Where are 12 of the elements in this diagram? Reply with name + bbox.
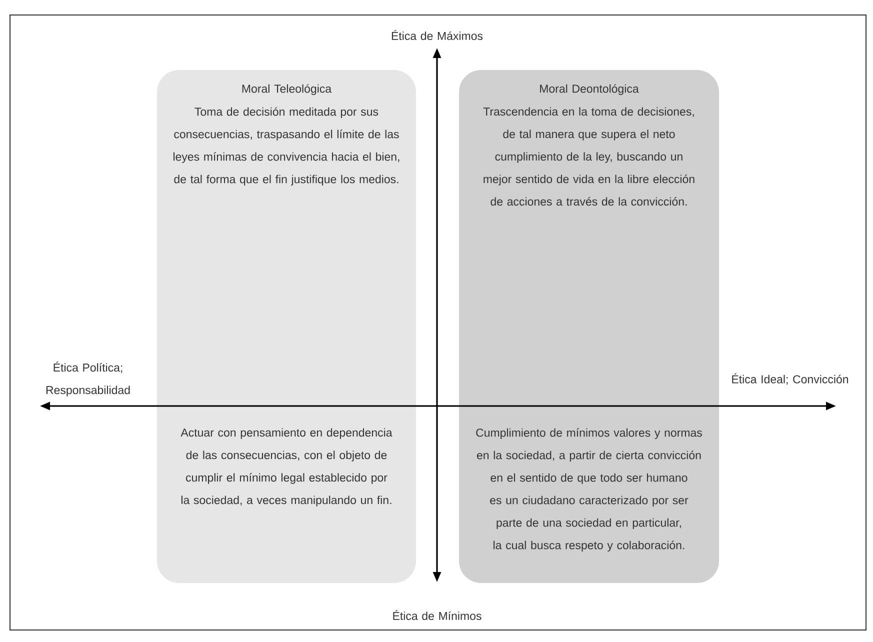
band-text: Cumplimiento de mínimos valores y normas en la sociedad, a partir de cierta convicción en el sentido de que todo ser humano es un ciudadano caracterizado por ser parte de una sociedad en particular, la cual busca respeto y colaboración.: [476, 428, 702, 552]
band-text: Trascendencia en la toma de decisiones, de tal manera que supera el neto cumplimiento de la ley, buscando un mejor sentido de vida en la libre elección de acciones a través de la convicción.: [483, 107, 694, 206]
quadrant-band: [157, 70, 416, 583]
quadrant-band: [459, 70, 719, 583]
band-heading: Moral Teleológica: [242, 84, 332, 96]
band-heading: Moral Deontológica: [540, 84, 639, 96]
band-text: Actuar con pensamiento en dependencia de las consecuencias, con el objeto de cumplir el mínimo legal establecido por la sociedad, a veces manipulando un fin.: [180, 428, 392, 506]
band-text: Toma de decisión meditada por sus consecuencias, traspasando el límite de las leyes mínimas de convivencia hacia el bien, de tal forma que el fin justifique los medios.: [174, 107, 400, 186]
axis-label: Ética de Mínimos: [393, 610, 482, 620]
axis-label: Ética Política; Responsabilidad: [46, 362, 130, 396]
axis-label: Ética Ideal; Convicción: [732, 373, 848, 385]
axis-label: Ética de Máximos: [392, 30, 483, 40]
